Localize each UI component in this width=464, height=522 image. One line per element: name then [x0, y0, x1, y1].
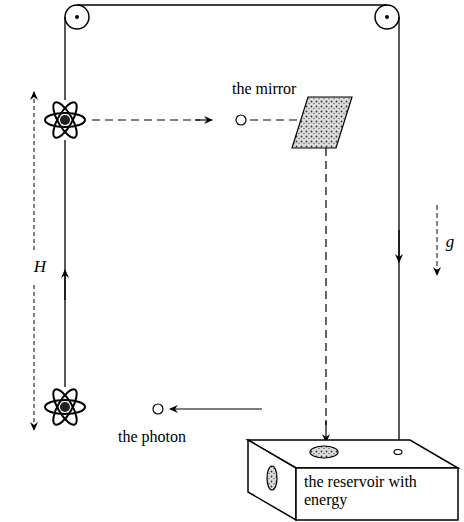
pulley	[375, 5, 399, 29]
photon-path	[92, 120, 326, 442]
gravity-arrow	[437, 205, 438, 275]
reservoir-box: the reservoir with energy	[298, 470, 456, 513]
label: the mirror	[232, 80, 296, 98]
atom	[45, 99, 85, 141]
label: g	[446, 233, 455, 252]
atom	[45, 386, 85, 428]
photon	[236, 115, 246, 125]
photon	[153, 404, 163, 414]
rope	[65, 5, 399, 452]
label: the photon	[118, 428, 186, 446]
box-text: the reservoir with energy	[304, 473, 450, 510]
mirror	[292, 97, 352, 148]
label: H	[34, 258, 46, 277]
pulley	[65, 5, 89, 29]
reservoir-box	[248, 440, 458, 520]
photon-path	[170, 408, 262, 409]
